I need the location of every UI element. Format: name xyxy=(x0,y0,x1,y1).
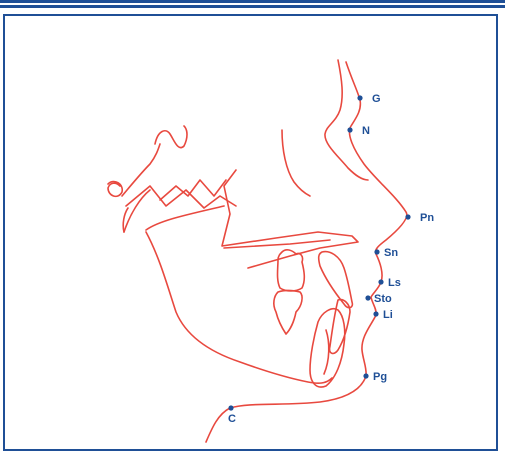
landmark-c: C xyxy=(228,405,236,425)
maxilla-outline xyxy=(146,170,358,268)
upper-incisor xyxy=(319,252,353,308)
landmark-dot xyxy=(373,311,378,316)
landmark-dot xyxy=(378,279,383,284)
lower-molar xyxy=(274,291,302,335)
landmark-label: N xyxy=(362,125,370,137)
tracing-lines xyxy=(108,60,407,442)
landmark-layer: G N PnSnLsStoLiPgC xyxy=(228,93,434,425)
landmark-dot xyxy=(405,214,410,219)
landmark-label: C xyxy=(228,413,236,425)
landmark-sto: Sto xyxy=(365,293,392,305)
landmark-label: Li xyxy=(383,309,393,321)
cranial-base xyxy=(108,182,122,197)
landmark-label: Pn xyxy=(420,212,434,224)
symphysis-inner xyxy=(324,330,329,374)
landmark-label: Sto xyxy=(374,293,392,305)
landmark-label: Ls xyxy=(388,277,401,289)
landmark-dot xyxy=(365,295,370,300)
landmark-dot xyxy=(374,249,379,254)
landmark-dot xyxy=(228,405,233,410)
landmark-pn: Pn xyxy=(405,212,434,224)
landmark-label: Sn xyxy=(384,247,398,259)
landmark-label: G xyxy=(372,93,381,105)
landmark-pg: Pg xyxy=(363,371,387,383)
landmark-dot xyxy=(347,127,352,132)
nasal-bone-line xyxy=(325,60,368,180)
orbit-outline xyxy=(282,130,310,196)
skull-base xyxy=(122,144,236,232)
landmark-dot xyxy=(357,95,362,100)
mandible-outline xyxy=(146,232,332,383)
landmark-dot xyxy=(363,373,368,378)
landmark-label: Pg xyxy=(373,371,387,383)
